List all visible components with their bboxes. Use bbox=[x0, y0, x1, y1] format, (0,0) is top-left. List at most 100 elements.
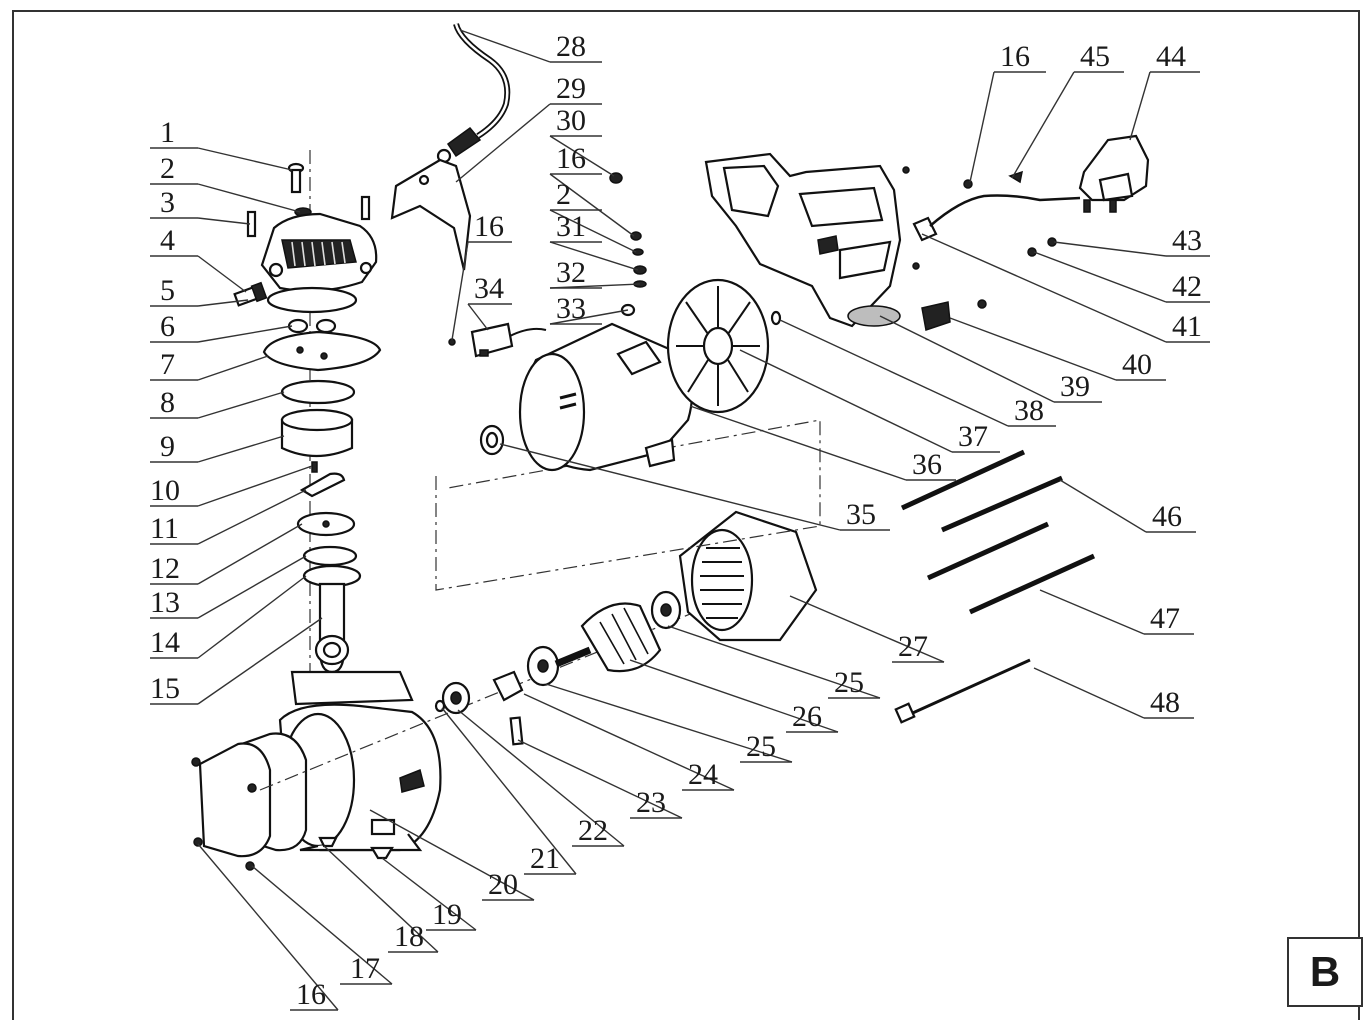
part-small-screw bbox=[311, 461, 318, 473]
label-leader-line bbox=[689, 405, 907, 481]
label-leader-line bbox=[1053, 241, 1167, 257]
label-leader-line bbox=[1059, 479, 1147, 533]
part-number-label: 43 bbox=[1172, 224, 1202, 257]
part-number-label: 24 bbox=[688, 758, 718, 791]
part-number-label: 4 bbox=[160, 224, 175, 257]
label-leader-line bbox=[517, 739, 683, 819]
label-leader-line bbox=[197, 325, 293, 343]
part-number-label: 46 bbox=[1152, 500, 1182, 533]
label-leader-line bbox=[523, 693, 735, 791]
part-number-label: 45 bbox=[1080, 40, 1110, 73]
part-number-label: 16 bbox=[1000, 40, 1030, 73]
part-bearing-rear bbox=[650, 590, 682, 630]
part-number-label: 44 bbox=[1156, 40, 1186, 73]
part-number-label: 16 bbox=[474, 210, 504, 243]
part-bearing bbox=[526, 645, 560, 687]
label-leader-line bbox=[197, 465, 313, 507]
part-bearing-small bbox=[434, 681, 471, 715]
part-cylinder-sleeve bbox=[280, 408, 354, 458]
label-leader-line bbox=[197, 217, 251, 225]
part-valves bbox=[287, 318, 337, 334]
part-bolt bbox=[287, 162, 305, 194]
label-leader-line bbox=[197, 299, 249, 307]
part-number-label: 42 bbox=[1172, 270, 1202, 303]
label-leader-line bbox=[969, 71, 995, 183]
part-number-label: 16 bbox=[296, 978, 326, 1011]
part-number-label: 14 bbox=[150, 626, 180, 659]
label-leader-line bbox=[879, 315, 1055, 403]
part-number-label: 15 bbox=[150, 672, 180, 705]
part-number-label: 25 bbox=[834, 666, 864, 699]
label-leader-line bbox=[1011, 71, 1075, 179]
label-leader-line bbox=[549, 309, 629, 325]
label-leader-line bbox=[549, 241, 639, 271]
label-leader-line bbox=[921, 233, 1167, 343]
part-pressure-switch bbox=[1078, 134, 1150, 213]
part-number-label: 17 bbox=[350, 952, 380, 985]
part-number-label: 34 bbox=[474, 272, 504, 305]
part-switch bbox=[921, 299, 987, 331]
label-leader-line bbox=[323, 845, 439, 953]
part-rotor bbox=[554, 602, 662, 673]
part-number-label: 39 bbox=[1060, 370, 1090, 403]
part-o-ring bbox=[280, 379, 356, 405]
part-number-label: 13 bbox=[150, 586, 180, 619]
part-number-label: 22 bbox=[578, 814, 608, 847]
part-connecting-rod bbox=[314, 582, 350, 674]
part-air-hose bbox=[436, 23, 511, 164]
label-leader-line bbox=[197, 555, 307, 619]
label-leader-line bbox=[381, 857, 477, 931]
part-number-label: 7 bbox=[160, 348, 175, 381]
label-leader-line bbox=[197, 391, 285, 419]
label-leader-line bbox=[197, 183, 301, 213]
part-cable-tie bbox=[894, 658, 1031, 724]
part-stator bbox=[678, 510, 818, 642]
label-leader-line bbox=[197, 435, 285, 463]
shaft-axis-line bbox=[259, 609, 701, 791]
part-number-label: 27 bbox=[898, 630, 928, 663]
part-eccentric bbox=[492, 670, 524, 746]
label-leader-line bbox=[369, 809, 535, 901]
part-cooling-fan bbox=[666, 278, 770, 414]
part-number-label: 28 bbox=[556, 30, 586, 63]
label-leader-line bbox=[451, 241, 469, 341]
part-cord-bushing bbox=[912, 194, 1081, 242]
part-number-label: 6 bbox=[160, 310, 175, 343]
label-leader-line bbox=[789, 595, 945, 663]
part-cylinder-head bbox=[260, 212, 378, 292]
label-leader-line bbox=[197, 255, 247, 293]
label-leader-line bbox=[667, 625, 881, 699]
diagram-frame bbox=[12, 10, 1360, 1020]
part-number-label: 26 bbox=[792, 700, 822, 733]
part-number-label: 31 bbox=[556, 210, 586, 243]
part-small-nuts bbox=[902, 166, 1057, 270]
part-number-label: 25 bbox=[746, 730, 776, 763]
label-leader-line bbox=[1033, 667, 1145, 719]
part-number-label: 19 bbox=[432, 898, 462, 931]
panel-badge: B bbox=[1287, 937, 1363, 1007]
part-number-label: 2 bbox=[160, 152, 175, 185]
label-leader-line bbox=[1129, 71, 1151, 141]
label-leader-line bbox=[251, 865, 393, 985]
label-leader-line bbox=[459, 29, 551, 63]
label-leader-line bbox=[549, 209, 637, 253]
part-number-label: 12 bbox=[150, 552, 180, 585]
part-number-label: 3 bbox=[160, 186, 175, 219]
label-leader-line bbox=[549, 135, 615, 177]
label-leader-line bbox=[197, 575, 307, 659]
part-small-fasteners bbox=[448, 172, 647, 346]
label-leader-line bbox=[197, 489, 307, 545]
label-leader-line bbox=[1039, 589, 1145, 635]
part-number-label: 10 bbox=[150, 474, 180, 507]
part-number-label: 35 bbox=[846, 498, 876, 531]
part-number-label: 1 bbox=[160, 116, 175, 149]
label-leader-line bbox=[499, 443, 841, 531]
label-leader-line bbox=[197, 617, 323, 705]
part-number-label: 11 bbox=[150, 512, 179, 545]
part-number-label: 2 bbox=[556, 178, 571, 211]
part-number-label: 38 bbox=[1014, 394, 1044, 427]
label-leader-line bbox=[779, 319, 1009, 427]
part-fan-shroud bbox=[704, 152, 902, 328]
